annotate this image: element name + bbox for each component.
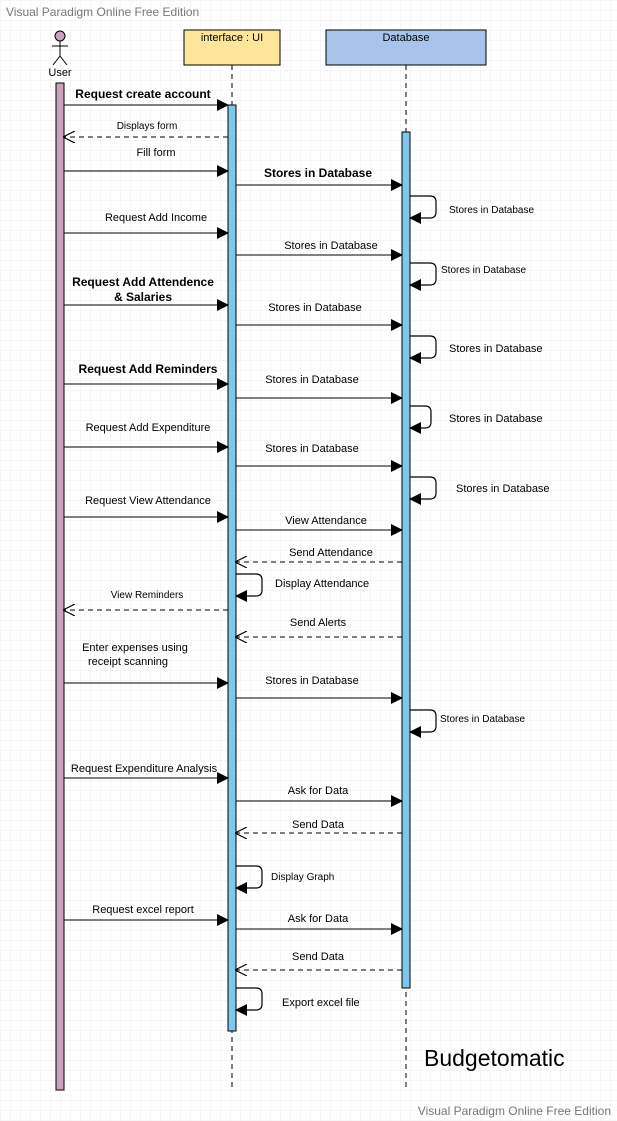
diagram-title: Budgetomatic <box>424 1045 565 1071</box>
ui-activation-bar <box>227 104 237 1032</box>
self-call-arrow <box>409 709 437 738</box>
message-m16[interactable]: Stores in Database <box>236 443 403 472</box>
self-call-arrow <box>409 476 437 505</box>
message-label: Request excel report <box>92 904 194 916</box>
message-label: Stores in Database <box>456 483 550 495</box>
message-m6[interactable]: Request Add Income <box>64 212 229 239</box>
message-label: Request Add Reminders <box>79 362 218 376</box>
message-m22[interactable]: View Reminders <box>64 590 228 610</box>
message-m29[interactable]: Send Data <box>236 819 402 833</box>
watermark-bottom: Visual Paradigm Online Free Edition <box>418 1104 611 1118</box>
self-call-arrow <box>409 262 437 291</box>
message-label: View Reminders <box>111 590 184 601</box>
message-label: Stores in Database <box>449 205 534 216</box>
message-label: Enter expenses using <box>82 642 188 654</box>
message-label: receipt scanning <box>88 656 168 668</box>
message-label: Send Alerts <box>290 617 347 629</box>
message-m23[interactable]: Send Alerts <box>236 617 402 637</box>
message-m9b[interactable]: & Salaries <box>64 290 229 311</box>
message-m8[interactable]: Stores in Database <box>409 262 526 291</box>
message-m24a[interactable]: Enter expenses using <box>82 642 188 654</box>
message-m25[interactable]: Stores in Database <box>236 675 403 704</box>
message-label: Ask for Data <box>288 913 349 925</box>
message-m24b[interactable]: receipt scanning <box>64 656 229 689</box>
message-m31[interactable]: Request excel report <box>64 904 229 926</box>
self-call-arrow <box>235 573 263 602</box>
message-label: Request View Attendance <box>85 495 211 507</box>
message-m7[interactable]: Stores in Database <box>236 240 403 261</box>
message-label: Request Add Expenditure <box>86 422 211 434</box>
db-activation-bar <box>401 131 411 989</box>
message-label: Stores in Database <box>264 166 372 180</box>
message-label: Request Expenditure Analysis <box>71 763 218 775</box>
message-label: Displays form <box>117 121 178 132</box>
message-label: Send Attendance <box>289 547 373 559</box>
message-m34[interactable]: Export excel file <box>235 987 360 1016</box>
message-m21[interactable]: Display Attendance <box>235 573 369 602</box>
user-actor-leg-left-icon <box>52 55 61 66</box>
message-label: Stores in Database <box>265 443 359 455</box>
message-m3[interactable]: Fill form <box>64 147 229 177</box>
message-label: Export excel file <box>282 997 360 1009</box>
user-actor[interactable]: User <box>48 30 72 79</box>
message-label: Stores in Database <box>265 675 359 687</box>
message-m13[interactable]: Stores in Database <box>236 374 403 404</box>
message-m17[interactable]: Stores in Database <box>409 476 550 505</box>
message-label: Request create account <box>75 87 210 101</box>
message-label: Stores in Database <box>449 413 543 425</box>
message-m11[interactable]: Stores in Database <box>409 335 543 364</box>
user-actor-head-icon <box>54 30 66 42</box>
lifeline-db-label: Database <box>382 32 429 44</box>
message-label: Ask for Data <box>288 785 349 797</box>
message-m15[interactable]: Request Add Expenditure <box>64 422 229 453</box>
message-m32[interactable]: Ask for Data <box>236 913 403 935</box>
watermark-top: Visual Paradigm Online Free Edition <box>6 5 199 19</box>
lifeline-db-head[interactable]: Database <box>325 29 487 66</box>
message-m14[interactable]: Stores in Database <box>409 405 543 434</box>
message-m10[interactable]: Stores in Database <box>236 302 403 331</box>
message-label: Send Data <box>292 819 345 831</box>
message-m19[interactable]: View Attendance <box>236 515 403 536</box>
message-m33[interactable]: Send Data <box>236 951 402 970</box>
self-call-arrow <box>409 335 437 364</box>
message-m18[interactable]: Request View Attendance <box>64 495 229 523</box>
message-label: View Attendance <box>285 515 367 527</box>
message-label: Request Add Attendence <box>72 275 214 289</box>
message-m12[interactable]: Request Add Reminders <box>64 362 229 390</box>
self-call-arrow <box>235 987 263 1016</box>
message-label: Stores in Database <box>441 265 526 276</box>
user-actor-leg-right-icon <box>59 55 68 66</box>
lifeline-ui-label: interface : UI <box>201 32 263 44</box>
message-m1[interactable]: Request create account <box>64 87 229 111</box>
message-m20[interactable]: Send Attendance <box>236 547 402 562</box>
message-m27[interactable]: Request Expenditure Analysis <box>64 763 229 784</box>
message-m4[interactable]: Stores in Database <box>236 166 403 191</box>
message-m26[interactable]: Stores in Database <box>409 709 525 738</box>
message-label: Request Add Income <box>105 212 207 224</box>
message-label: Stores in Database <box>449 343 543 355</box>
message-m5[interactable]: Stores in Database <box>409 195 534 224</box>
message-m28[interactable]: Ask for Data <box>236 785 403 807</box>
user-activation-bar <box>55 82 65 1091</box>
message-label: Send Data <box>292 951 345 963</box>
message-m2[interactable]: Displays form <box>64 121 228 137</box>
lifeline-ui-head[interactable]: interface : UI <box>183 29 281 66</box>
message-m30[interactable]: Display Graph <box>235 865 334 894</box>
self-call-arrow <box>235 865 263 894</box>
self-call-arrow <box>409 195 437 224</box>
message-label: Display Attendance <box>275 578 369 590</box>
self-call-arrow <box>409 405 432 434</box>
message-label: Stores in Database <box>284 240 378 252</box>
message-label: Stores in Database <box>440 714 525 725</box>
message-label: & Salaries <box>114 290 172 304</box>
user-actor-label: User <box>48 67 72 79</box>
message-label: Fill form <box>136 147 175 159</box>
message-label: Stores in Database <box>268 302 362 314</box>
message-label: Display Graph <box>271 872 334 883</box>
message-label: Stores in Database <box>265 374 359 386</box>
message-m9a[interactable]: Request Add Attendence <box>72 275 214 289</box>
